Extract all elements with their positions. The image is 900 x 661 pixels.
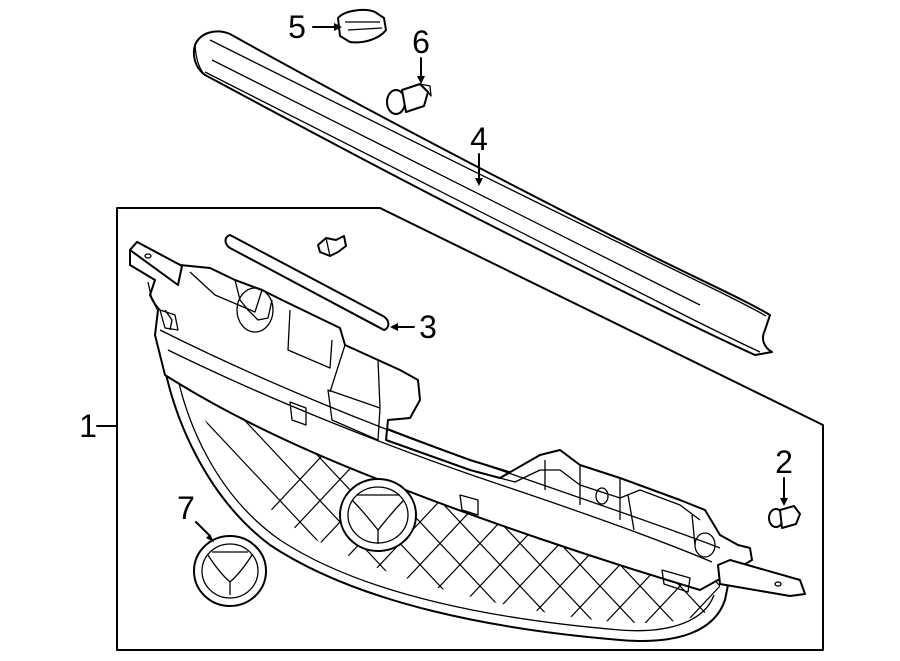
callout-4: 4	[470, 121, 488, 157]
upper-molding	[192, 30, 773, 356]
callout-6: 6	[412, 24, 430, 60]
assembly-bracket	[116, 207, 824, 651]
molding-clip	[337, 9, 387, 44]
callout-2: 2	[775, 444, 793, 480]
emblem	[193, 535, 267, 607]
grille-clip	[768, 505, 801, 529]
push-pin-retainer	[386, 83, 432, 115]
radiator-grille-assembly	[129, 241, 806, 642]
leader-lines	[96, 23, 788, 542]
upper-grille-clip	[317, 235, 347, 257]
callout-3: 3	[419, 309, 437, 345]
grille-seal-strip	[224, 234, 390, 331]
callout-1: 1	[79, 408, 97, 444]
callout-7: 7	[177, 490, 195, 526]
grille-emblem	[339, 478, 417, 552]
callout-5: 5	[288, 9, 306, 45]
